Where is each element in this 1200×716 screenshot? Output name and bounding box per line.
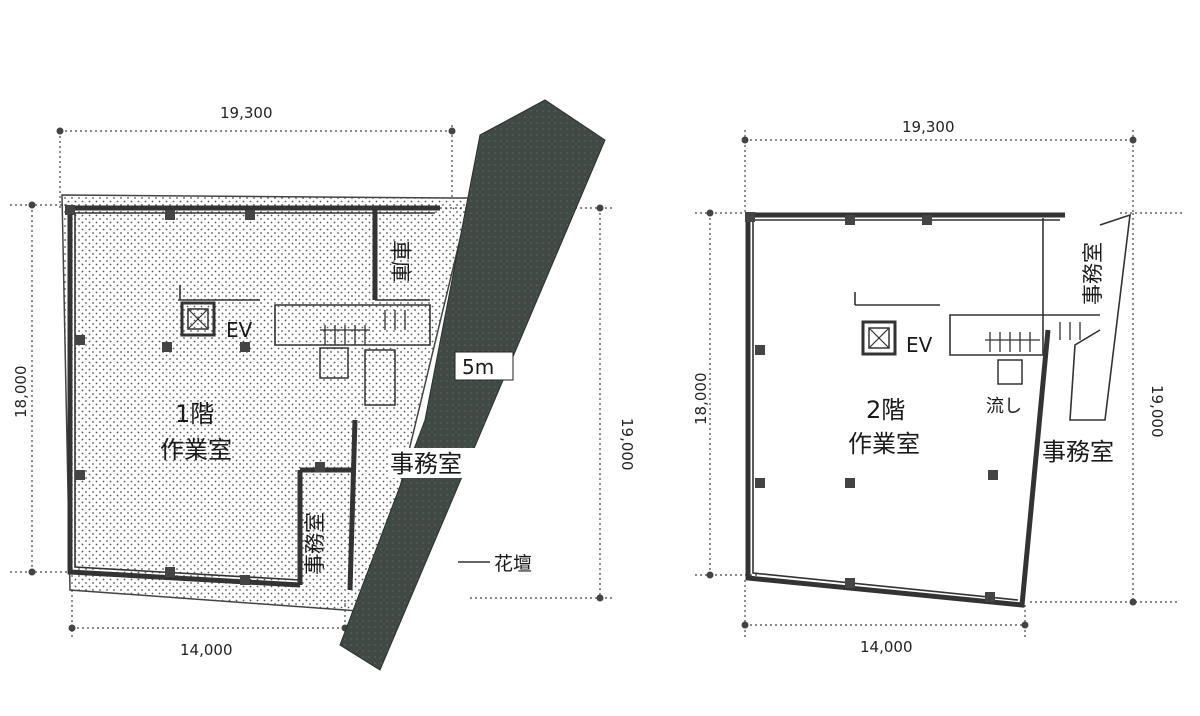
floor1-elevator	[180, 301, 216, 337]
floor1-plan: EV 1階 作業室 車庫 事務室 5m 事務室 花壇 19,300 18,000…	[10, 99, 636, 671]
floor1-depth-left: 18,000	[12, 366, 30, 419]
floor1-stairs	[320, 310, 406, 345]
floor2-width-top: 19,300	[902, 118, 955, 136]
floor1-small-office-label: 事務室	[303, 512, 327, 575]
floor2-width-bottom: 14,000	[860, 638, 913, 656]
floor1-dimension-lines	[10, 125, 612, 640]
floor1-exterior-wall	[67, 205, 440, 588]
floor1-stair-wall	[178, 285, 431, 346]
floor2-depth-left: 18,000	[692, 373, 710, 426]
floor2-room-name: 作業室	[848, 430, 920, 458]
floor1-washroom	[364, 349, 396, 406]
floor2-room-level: 2階	[866, 396, 905, 424]
floor2-plan: EV 流し 2階 作業室 事務室 事務室 19,300 18,000 19,00…	[692, 118, 1185, 656]
floor2-dimension-lines	[695, 130, 1185, 640]
floor1-room-name: 作業室	[160, 436, 232, 464]
road-width-label: 5m	[462, 355, 494, 379]
floor1-width-top: 19,300	[220, 104, 273, 122]
road-width-box	[454, 351, 514, 381]
floor2-exterior-wall	[745, 212, 1065, 608]
road-band	[339, 99, 606, 671]
floor2-side-office-label: 事務室	[1042, 438, 1114, 466]
floor2-stairs	[985, 322, 1081, 352]
floor2-sink-label: 流し	[986, 396, 1022, 417]
floor1-toilet	[319, 347, 349, 379]
floor1-depth-right: 19,000	[618, 418, 636, 471]
floor2-elevator	[861, 320, 897, 356]
floor1-interior-wall	[297, 419, 358, 591]
floor2-top-office-label: 事務室	[1081, 242, 1105, 305]
floor1-width-bottom: 14,000	[180, 641, 233, 659]
floor1-garage-label: 車庫	[388, 240, 412, 282]
floor1-elevator-label: EV	[226, 318, 253, 342]
floor2-columns	[745, 212, 998, 602]
floor2-elevator-label: EV	[906, 333, 933, 357]
floor2-inner-wall	[752, 213, 1131, 601]
floor1-planter-label: 花壇	[494, 553, 532, 575]
floor2-depth-right: 19,000	[1148, 385, 1166, 438]
floor1-ramp-office-label: 事務室	[390, 450, 462, 478]
floor1-room-level: 1階	[175, 400, 214, 428]
floor1-ramp-office-box	[388, 448, 488, 478]
floor2-stair-wall	[854, 292, 1044, 356]
floor2-toilet	[997, 359, 1023, 385]
floor1-columns	[65, 205, 325, 585]
